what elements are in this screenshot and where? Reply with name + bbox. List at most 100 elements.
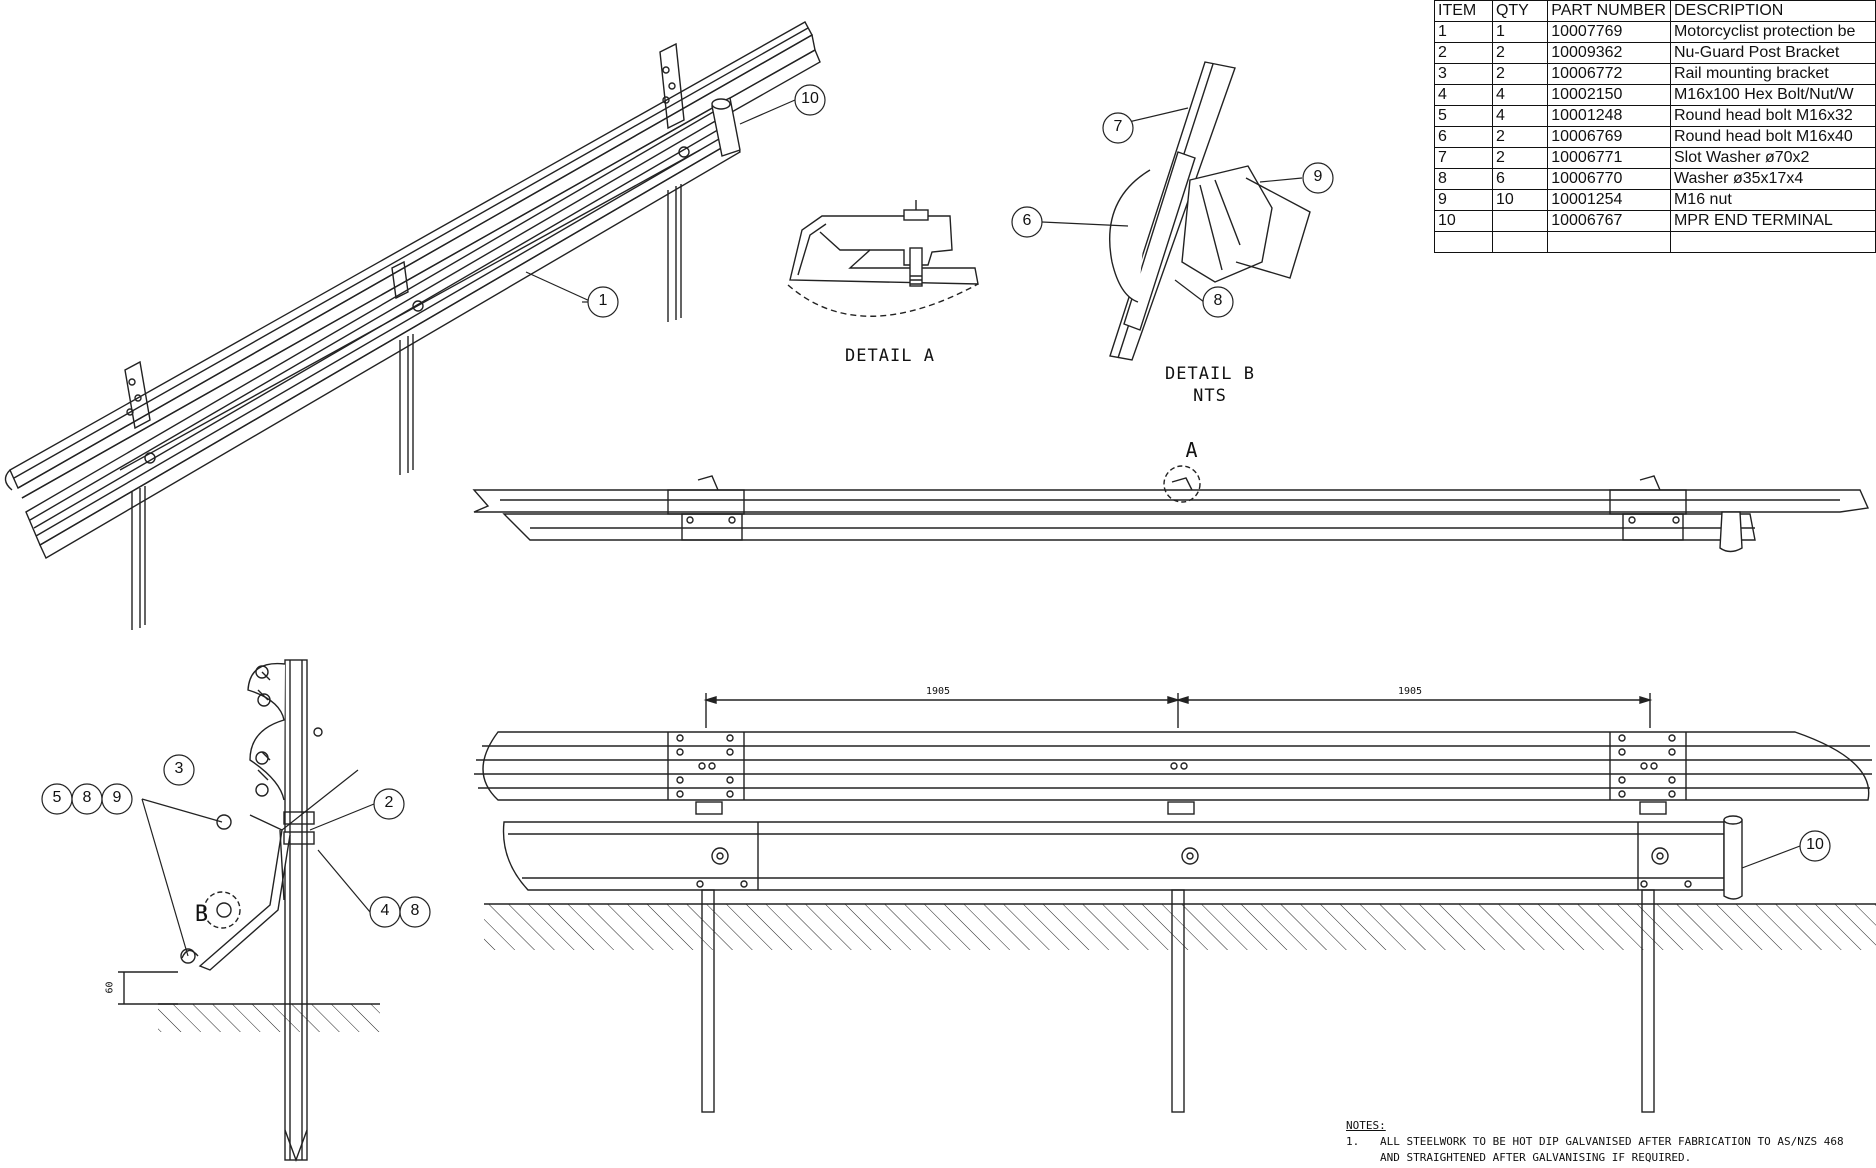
bom-header-description: DESCRIPTION	[1669, 0, 1876, 22]
callout-9-side: 9	[112, 789, 122, 806]
callout-4: 4	[380, 902, 390, 919]
detail-a-label: DETAIL A	[845, 346, 935, 366]
detail-b-drawing	[1108, 61, 1311, 361]
bom-cell: 4	[1491, 105, 1549, 127]
callout-bubbles	[41, 84, 1831, 928]
callout-3: 3	[174, 760, 184, 777]
callout-10-elev: 10	[1806, 836, 1824, 853]
bom-cell: 1	[1491, 21, 1549, 43]
bom-cell: Round head bolt M16x32	[1669, 105, 1876, 127]
bom-header-qty: QTY	[1491, 0, 1549, 22]
iso-post-3	[667, 184, 682, 322]
bom-cell: 10002150	[1547, 84, 1671, 106]
callout-8-side: 8	[82, 789, 92, 806]
bom-cell: 4	[1434, 84, 1493, 106]
detail-b-scale: NTS	[1193, 386, 1227, 406]
top-elevation-view	[472, 465, 1870, 553]
bom-cell: 10001248	[1547, 105, 1671, 127]
table-row	[1434, 231, 1876, 253]
callout-5: 5	[52, 789, 62, 806]
bom-cell: 10009362	[1547, 42, 1671, 64]
bom-cell: 10006769	[1547, 126, 1671, 148]
bom-cell: 6	[1434, 126, 1493, 148]
bom-cell: Washer ø35x17x4	[1669, 168, 1876, 190]
bom-cell: M16x100 Hex Bolt/Nut/W	[1669, 84, 1876, 106]
bom-header-part-number: PART NUMBER	[1547, 0, 1671, 22]
bom-cell	[1547, 231, 1671, 253]
bom-cell: 2	[1491, 63, 1549, 85]
detail-a-drawing	[787, 200, 979, 317]
callout-6: 6	[1022, 212, 1032, 229]
bom-cell: 10007769	[1547, 21, 1671, 43]
callout-1: 1	[598, 292, 608, 309]
drawing-notes: NOTES: 1. ALL STEELWORK TO BE HOT DIP GAL…	[1346, 1118, 1844, 1166]
iso-splice-middle	[391, 260, 424, 312]
bom-cell	[1669, 231, 1876, 253]
bom-cell: Motorcyclist protection be	[1669, 21, 1876, 43]
callout-10-iso: 10	[801, 90, 819, 107]
note-1-number: 1.	[1346, 1135, 1360, 1148]
bottom-elevation-view	[474, 693, 1876, 1113]
bom-cell: M16 nut	[1669, 189, 1876, 211]
bom-cell: 5	[1434, 105, 1493, 127]
detail-b-label: DETAIL B	[1165, 364, 1255, 384]
callout-8-detail: 8	[1213, 292, 1223, 309]
bom-cell: 10	[1491, 189, 1549, 211]
bom-cell: Round head bolt M16x40	[1669, 126, 1876, 148]
callout-8-bottom: 8	[410, 902, 420, 919]
dimension-span-left: 1905	[926, 686, 951, 697]
bom-cell: Slot Washer ø70x2	[1669, 147, 1876, 169]
isometric-view	[4, 21, 821, 630]
callout-leaders	[141, 99, 1801, 957]
iso-splice-left	[124, 360, 156, 464]
bom-cell	[1434, 231, 1493, 253]
callout-2: 2	[384, 794, 394, 811]
bom-cell: 10006770	[1547, 168, 1671, 190]
bom-cell: MPR END TERMINAL	[1669, 210, 1876, 232]
bom-header-item: ITEM	[1434, 0, 1493, 22]
bom-cell: 2	[1491, 126, 1549, 148]
detail-a-marker: A	[1185, 438, 1199, 462]
callout-7: 7	[1113, 118, 1123, 135]
iso-post-1	[131, 486, 146, 630]
bom-cell: 10006771	[1547, 147, 1671, 169]
bom-cell: 2	[1491, 42, 1549, 64]
note-1-line-1: ALL STEELWORK TO BE HOT DIP GALVANISED A…	[1380, 1135, 1844, 1148]
dimension-ground-clearance: 60	[104, 981, 116, 994]
upper-rail-bolts	[676, 734, 1676, 798]
notes-heading: NOTES:	[1346, 1119, 1386, 1132]
bom-cell: 10006767	[1547, 210, 1671, 232]
bom-cell: 1	[1434, 21, 1493, 43]
detail-b-marker: B	[194, 902, 210, 927]
bom-cell: 9	[1434, 189, 1493, 211]
bom-cell	[1491, 231, 1549, 253]
bom-cell: Nu-Guard Post Bracket	[1669, 42, 1876, 64]
side-section-view	[118, 659, 380, 1163]
bom-cell: 4	[1491, 84, 1549, 106]
bom-header-row: ITEM QTY PART NUMBER DESCRIPTION	[1434, 0, 1876, 22]
note-1-continued: AND STRAIGHTENED AFTER GALVANISING IF RE…	[1346, 1150, 1844, 1166]
bom-cell: 8	[1434, 168, 1493, 190]
note-1-line-2: AND STRAIGHTENED AFTER GALVANISING IF RE…	[1380, 1151, 1692, 1164]
note-1: 1. ALL STEELWORK TO BE HOT DIP GALVANISED…	[1346, 1134, 1844, 1150]
bom-cell: 7	[1434, 147, 1493, 169]
bom-cell	[1491, 210, 1549, 232]
bom-cell: 3	[1434, 63, 1493, 85]
bom-cell: 10006772	[1547, 63, 1671, 85]
callout-9-detail: 9	[1313, 168, 1323, 185]
bom-cell: Rail mounting bracket	[1669, 63, 1876, 85]
dimension-span-right: 1905	[1398, 686, 1423, 697]
